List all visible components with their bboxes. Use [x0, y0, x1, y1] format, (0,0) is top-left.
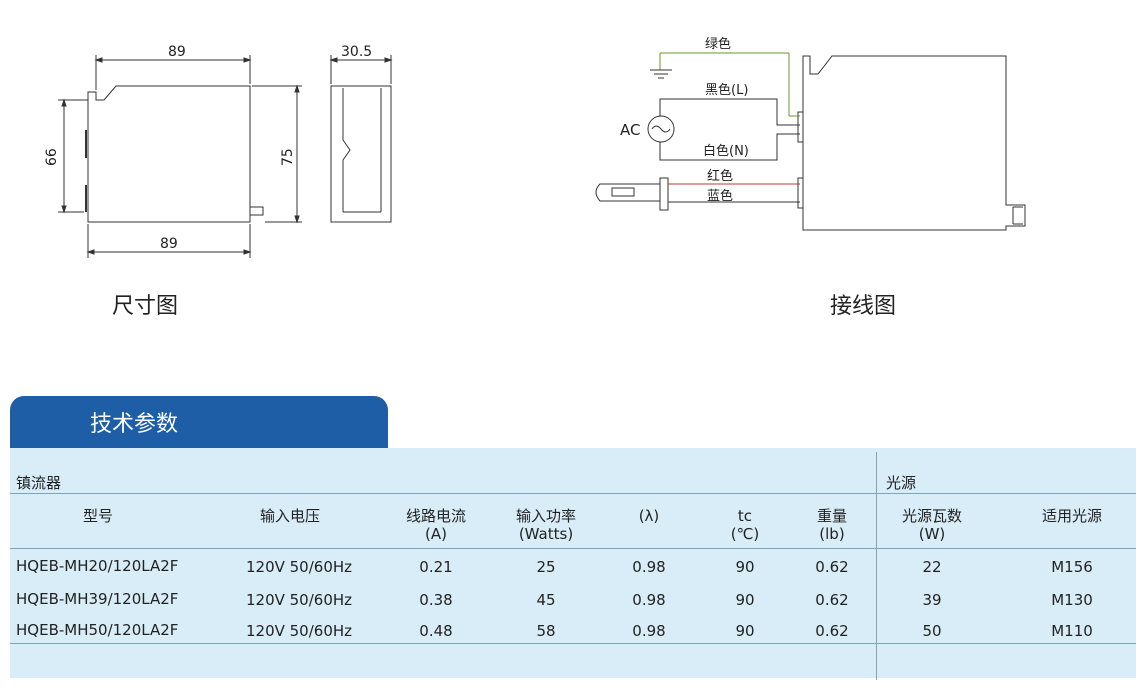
cell-weight: 0.62 — [815, 591, 849, 609]
cell-current: 0.38 — [419, 591, 453, 609]
cell-voltage: 120V 50/60Hz — [245, 591, 353, 609]
cell-lamp-wattage: 22 — [922, 558, 942, 576]
header-power-factor: (λ) — [638, 507, 660, 525]
cell-lamp-wattage: 39 — [922, 591, 942, 609]
header-lamp-wattage: 光源瓦数(W) — [901, 507, 963, 543]
technical-drawings: 89 89 66 75 30.5 绿色 黑色(L) 白色(N) 红色 蓝色 AC — [44, 36, 1026, 258]
cell-lamp: M156 — [1051, 558, 1093, 576]
spec-table — [10, 448, 1136, 678]
cell-lamp-wattage: 50 — [922, 622, 942, 640]
row-divider — [10, 643, 1136, 644]
cell-power: 58 — [536, 622, 556, 640]
header-model: 型号 — [82, 507, 114, 525]
header-tc: tc(℃) — [730, 507, 760, 543]
header-line-current: 线路电流(A) — [405, 507, 467, 543]
group-ballast: 镇流器 — [16, 474, 62, 492]
wire-blue-label: 蓝色 — [707, 188, 733, 204]
dim-height-left: 66 — [44, 148, 60, 166]
cell-current: 0.21 — [419, 558, 453, 576]
wire-black-label: 黑色(L) — [705, 82, 748, 98]
header-input-power: 输入功率(Watts) — [515, 507, 577, 543]
cell-lamp: M110 — [1051, 622, 1093, 640]
cell-tc: 90 — [735, 558, 755, 576]
cell-voltage: 120V 50/60Hz — [245, 558, 353, 576]
ballast-box — [802, 55, 1026, 231]
cell-current: 0.48 — [419, 622, 453, 640]
side-view-outline — [330, 85, 392, 223]
wire-red-label: 红色 — [707, 168, 733, 184]
wiring-diagram-caption: 接线图 — [830, 294, 897, 319]
header-applicable-lamp: 适用光源 — [1041, 507, 1103, 525]
dim-top-width: 89 — [168, 44, 186, 60]
row-divider — [10, 548, 1136, 549]
cell-power: 45 — [536, 591, 556, 609]
section-title: 技术参数 — [90, 412, 179, 437]
cell-power-factor: 0.98 — [632, 622, 666, 640]
cell-weight: 0.62 — [815, 558, 849, 576]
dimension-drawing-caption: 尺寸图 — [112, 294, 179, 319]
cell-lamp: M130 — [1051, 591, 1093, 609]
group-divider — [876, 452, 877, 680]
cell-power: 25 — [536, 558, 556, 576]
dim-depth: 30.5 — [341, 44, 372, 60]
cell-model: HQEB-MH50/120LA2F — [16, 621, 179, 639]
section-tab: 技术参数 — [10, 396, 388, 448]
cell-tc: 90 — [735, 591, 755, 609]
cell-tc: 90 — [735, 622, 755, 640]
wire-green-label: 绿色 — [705, 36, 731, 52]
group-light-source: 光源 — [886, 474, 917, 492]
row-divider — [10, 493, 1136, 494]
cell-power-factor: 0.98 — [632, 591, 666, 609]
wire-white-label: 白色(N) — [703, 143, 749, 159]
cell-model: HQEB-MH20/120LA2F — [16, 557, 179, 575]
ac-source-symbol — [647, 115, 675, 143]
header-input-voltage: 输入电压 — [259, 507, 321, 525]
ac-label: AC — [620, 121, 640, 139]
cell-power-factor: 0.98 — [632, 558, 666, 576]
dim-height-right: 75 — [280, 148, 296, 166]
cell-voltage: 120V 50/60Hz — [245, 622, 353, 640]
front-view-outline — [87, 85, 264, 223]
dim-bottom-width: 89 — [160, 236, 178, 252]
cell-weight: 0.62 — [815, 622, 849, 640]
lamp-symbol — [595, 183, 661, 202]
cell-model: HQEB-MH39/120LA2F — [16, 590, 179, 608]
header-weight: 重量(lb) — [816, 507, 848, 543]
